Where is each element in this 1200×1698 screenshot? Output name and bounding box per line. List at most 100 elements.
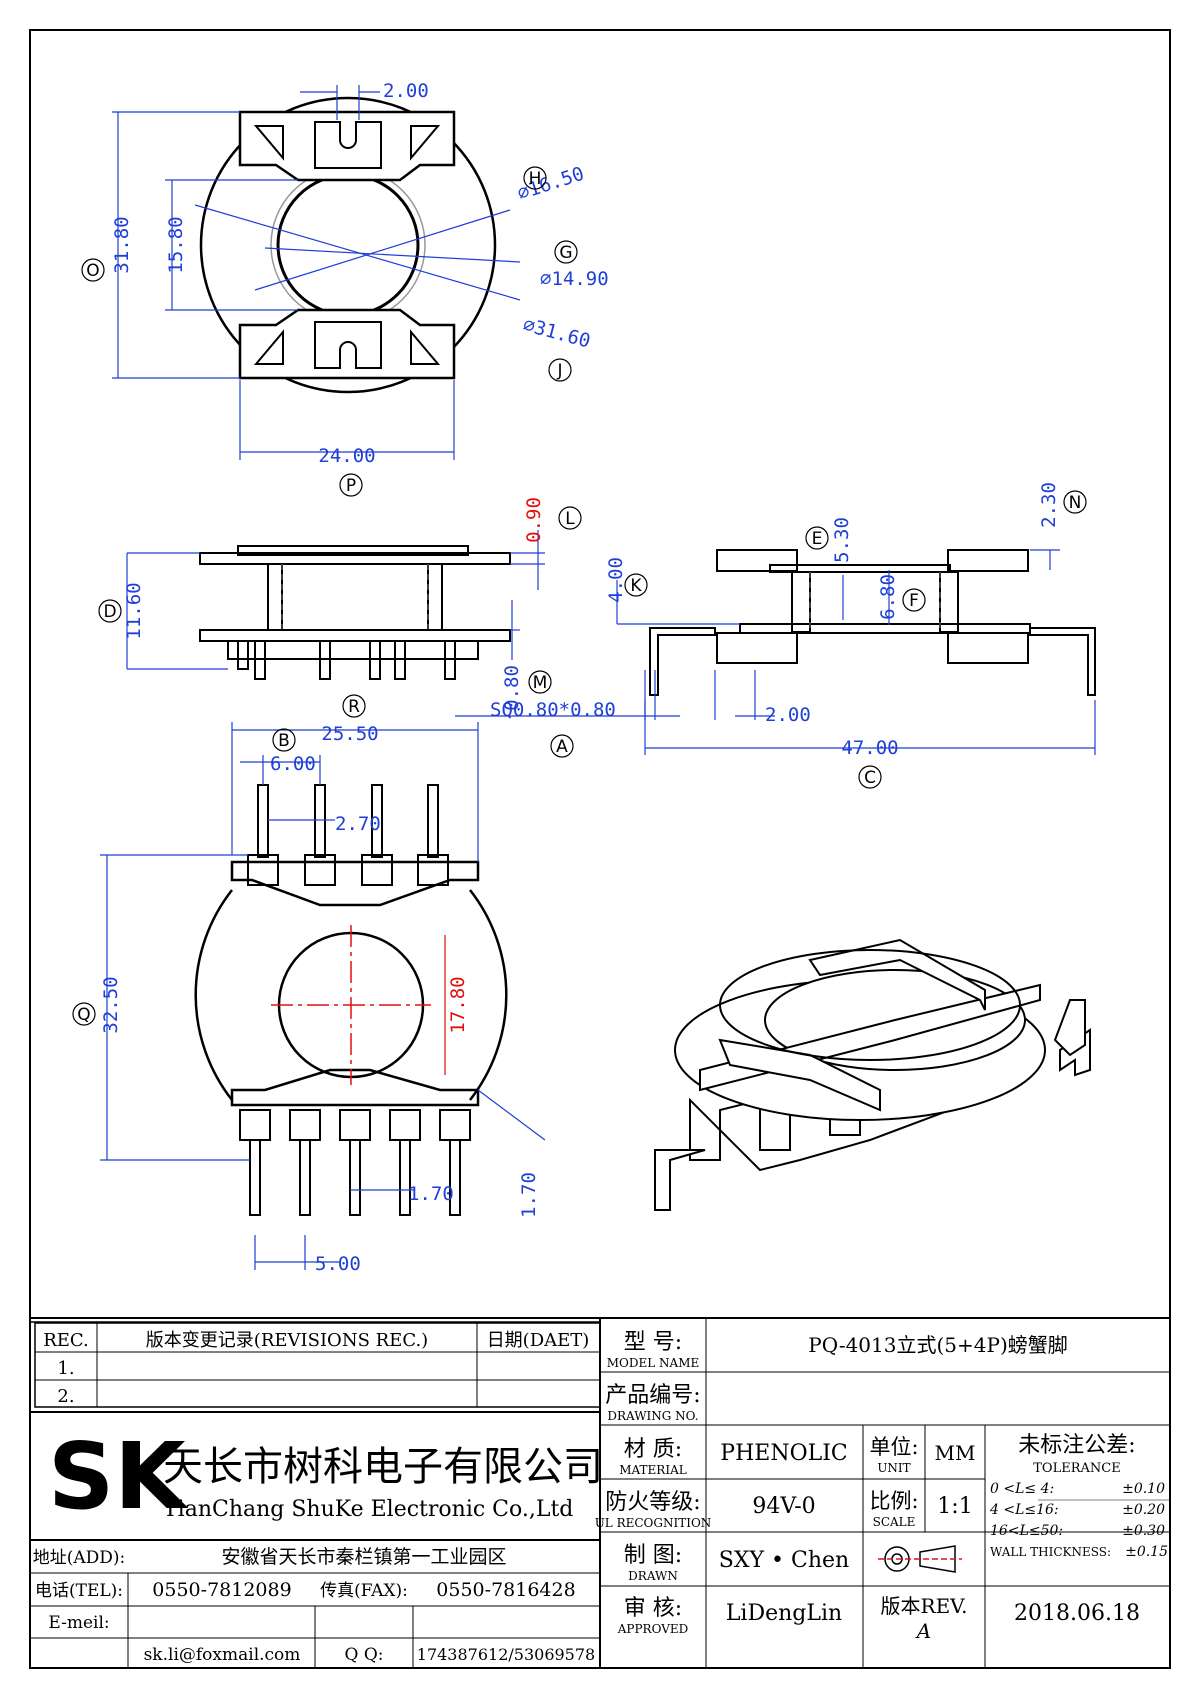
fax-label: 传真(FAX): [320, 1581, 408, 1601]
dim-bot-pitch2: 5.00 [315, 1253, 361, 1275]
title-block: SK REC. 版本变更记录(REVISIONS REC.) 日期(DAET) … [29, 1317, 1171, 1669]
email-value: sk.li@foxmail.com [144, 1645, 301, 1665]
tolerance-table: 0 <L≤ 4:±0.10 4 <L≤16:±0.20 16<L≤50:±0.3… [989, 1481, 1168, 1560]
dim-top-bottom-width: 24.00 [318, 445, 375, 467]
rev-record-header: 版本变更记录(REVISIONS REC.) [146, 1330, 428, 1351]
svg-text:0 <L≤ 4:: 0 <L≤ 4: [990, 1481, 1054, 1497]
unit-label: 单位: [869, 1435, 918, 1459]
rev-value: A [915, 1619, 931, 1643]
callout-R: R [342, 694, 366, 718]
fire-label-en: UL RECOGNITION [595, 1516, 712, 1530]
dim-top-width: 2.00 [383, 80, 429, 102]
top-view: 2.00 31.80 15.80 24.00 ⌀16.50 ⌀14.90 ⌀31… [111, 80, 609, 467]
dim-bot-hole: 17.80 [447, 976, 469, 1033]
svg-text:O: O [86, 261, 99, 281]
material-label: 材 质: [624, 1437, 682, 1462]
model-value: PQ-4013立式(5+4P)螃蟹脚 [808, 1333, 1068, 1357]
svg-text:WALL THICKNESS:: WALL THICKNESS: [990, 1545, 1111, 1559]
side-view: 0.90 11.60 0.80 SQ0.80*0.80 [123, 497, 680, 721]
svg-text:A: A [556, 737, 568, 757]
callout-C: C [858, 765, 882, 789]
dim-side-height: 11.60 [123, 582, 145, 639]
svg-text:M: M [533, 673, 548, 693]
scale-label: 比例: [869, 1489, 918, 1513]
svg-text:J: J [556, 361, 562, 381]
unit-value: MM [935, 1441, 976, 1465]
date-value: 2018.06.18 [1014, 1601, 1140, 1626]
drawing-no-label-en: DRAWING NO. [607, 1409, 698, 1423]
dim-bot-pin2: 1.70 [518, 1172, 540, 1218]
tel-label: 电话(TEL): [35, 1581, 123, 1601]
svg-text:R: R [348, 697, 360, 717]
fire-value: 94V-0 [752, 1494, 815, 1519]
rev-row-1: 1. [57, 1358, 74, 1379]
callout-Q: Q [72, 1002, 96, 1026]
rev-header: REC. [43, 1330, 89, 1351]
tel-value: 0550-7812089 [152, 1579, 291, 1601]
projection-symbol [878, 1545, 962, 1573]
scale-value: 1:1 [937, 1494, 972, 1519]
callout-A: A [550, 734, 574, 758]
callout-J: J [548, 358, 572, 382]
company-logo: SK [48, 1423, 189, 1530]
dim-top-height: 31.80 [111, 216, 133, 273]
dim-right-k: 4.00 [605, 557, 627, 603]
callout-P: P [339, 473, 363, 497]
dim-bot-pin: 1.70 [408, 1183, 454, 1205]
svg-text:H: H [529, 169, 542, 189]
callout-N: N [1063, 490, 1087, 514]
rev-row-2: 2. [57, 1386, 74, 1407]
model-label: 型 号: [624, 1330, 682, 1355]
svg-text:Q: Q [77, 1005, 90, 1025]
fire-label: 防火等级: [605, 1490, 700, 1515]
callout-D: D [98, 599, 122, 623]
svg-text:P: P [346, 476, 356, 496]
dim-right-f: 6.80 [877, 574, 899, 620]
svg-text:±0.20: ±0.20 [1122, 1502, 1165, 1518]
svg-text:D: D [103, 602, 116, 622]
tolerance-label-en: TOLERANCE [1033, 1461, 1120, 1476]
dim-right-e: 5.30 [831, 517, 853, 563]
svg-text:±0.10: ±0.10 [1122, 1481, 1165, 1497]
dim-right-top: 2.30 [1038, 482, 1060, 528]
svg-text:K: K [630, 576, 642, 596]
addr-value: 安徽省天长市秦栏镇第一工业园区 [221, 1546, 506, 1568]
svg-text:4 <L≤16:: 4 <L≤16: [989, 1502, 1059, 1518]
approved-label-en: APPROVED [617, 1622, 689, 1636]
end-view: 2.30 5.30 4.00 6.80 2.00 47.00 [605, 482, 1096, 759]
svg-text:SK: SK [48, 1423, 189, 1530]
date-header: 日期(DAET) [487, 1330, 590, 1351]
dim-top-inner-height: 15.80 [165, 216, 187, 273]
dim-bot-small: 2.70 [335, 813, 381, 835]
model-label-en: MODEL NAME [607, 1356, 700, 1370]
qq-label: Q Q: [344, 1645, 383, 1665]
callout-G: G [554, 240, 578, 264]
company-name-cn: 天长市树科电子有限公司 [163, 1444, 603, 1490]
isometric-view [654, 938, 1091, 1211]
drawn-label: 制 图: [624, 1543, 682, 1568]
email-label: E-meil: [48, 1613, 109, 1633]
company-name-en: TianChang ShuKe Electronic Co.,Ltd [163, 1497, 573, 1522]
dim-bot-pitch: 6.00 [270, 753, 316, 775]
dim-diam-flange: ⌀31.60 [521, 314, 593, 353]
dim-pin-h: 0.80 [501, 665, 523, 711]
rev-label: 版本REV. [881, 1594, 968, 1618]
svg-text:L: L [565, 509, 575, 529]
qq-value: 174387612/53069578 [417, 1645, 595, 1664]
svg-text:E: E [812, 529, 823, 549]
drawing-no-label: 产品编号: [605, 1383, 700, 1408]
callout-K: K [624, 573, 648, 597]
svg-text:±0.30: ±0.30 [1122, 1523, 1165, 1539]
dim-bot-height: 32.50 [100, 976, 122, 1033]
svg-text:G: G [559, 243, 572, 263]
dim-side-flange: 0.90 [523, 497, 545, 543]
approved-value: LiDengLin [726, 1601, 842, 1626]
callout-B: B [272, 728, 296, 752]
dim-right-span: 47.00 [841, 737, 898, 759]
addr-label: 地址(ADD): [33, 1548, 126, 1568]
callout-M: M [528, 670, 552, 694]
scale-label-en: SCALE [873, 1515, 916, 1529]
drawn-label-en: DRAWN [628, 1569, 678, 1583]
fax-value: 0550-7816428 [436, 1579, 575, 1601]
